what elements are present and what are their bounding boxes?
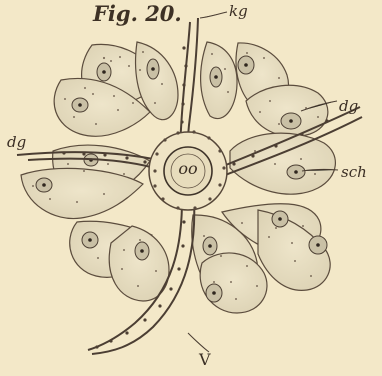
label-v: V [199, 352, 211, 368]
label-kg: kg [229, 3, 248, 19]
label-dg-right: dg [339, 98, 358, 114]
center-label-oo: oo [171, 161, 205, 177]
label-dg-left: dg [7, 134, 26, 150]
label-sch: sch [341, 164, 367, 180]
figure-title: Fig. 20. [93, 2, 205, 26]
